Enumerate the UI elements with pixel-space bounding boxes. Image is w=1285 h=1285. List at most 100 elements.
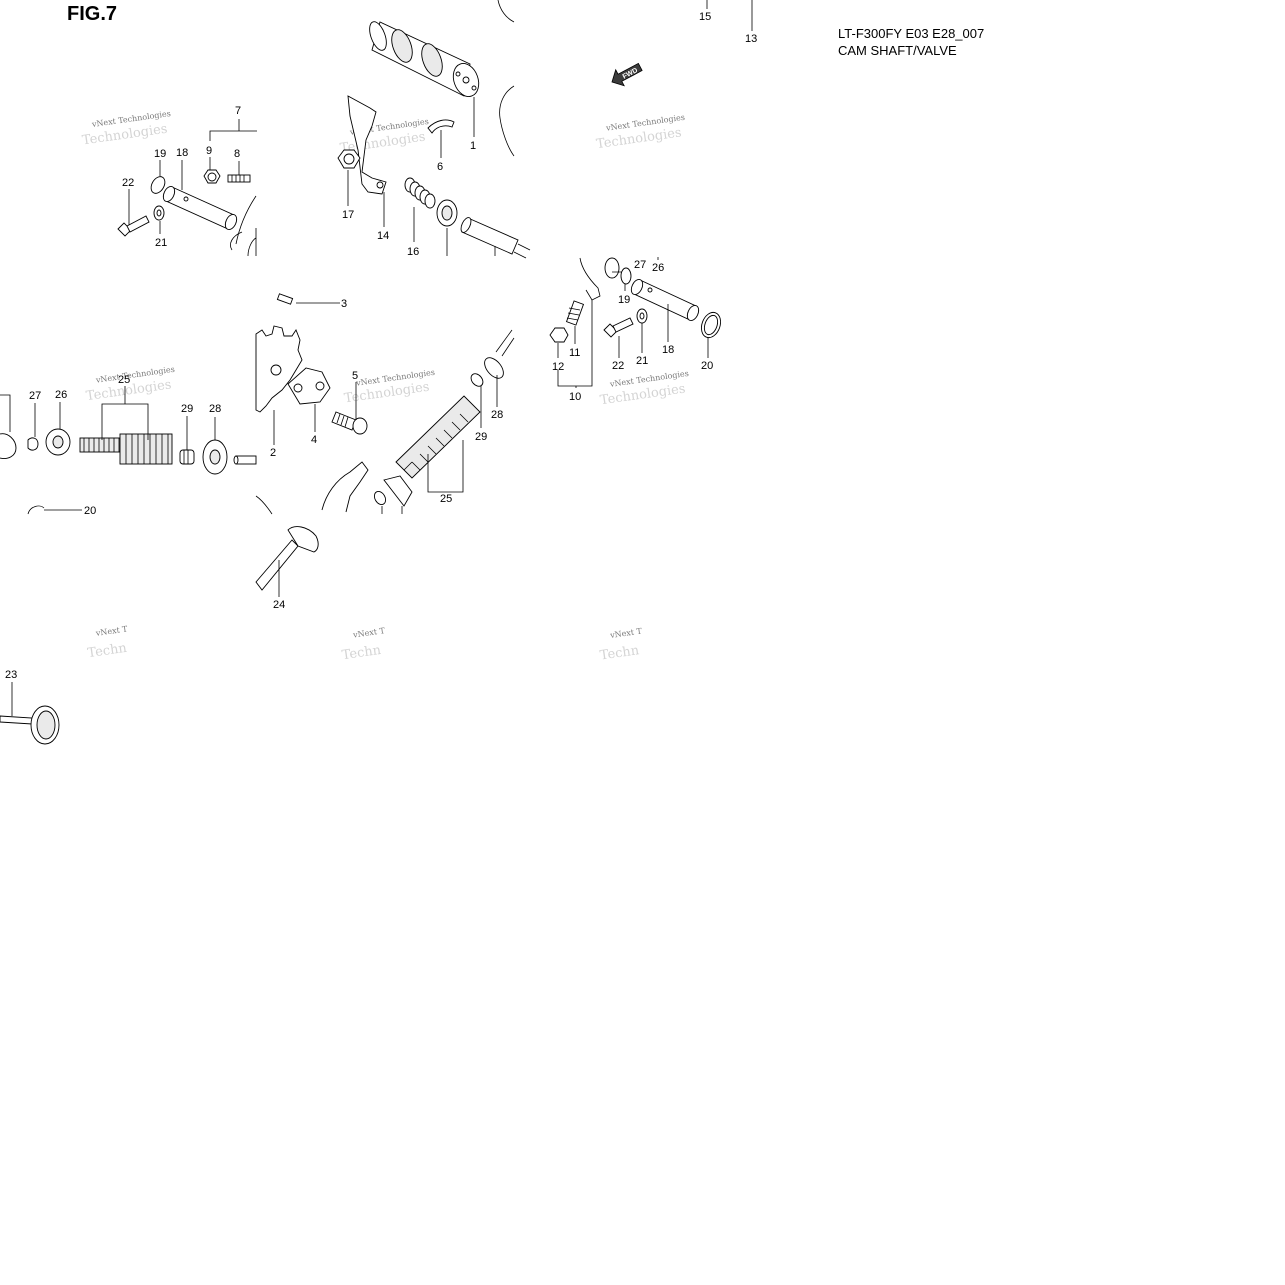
rocker-shaft-18-icon bbox=[162, 185, 238, 231]
nut-12-icon bbox=[549, 327, 569, 343]
camshaft-1-icon bbox=[369, 21, 480, 97]
camshaft-end-icon bbox=[460, 217, 531, 259]
callout-25-left: 25 bbox=[118, 374, 130, 386]
valve-springs-25-icon bbox=[79, 433, 173, 465]
valve-23-icon bbox=[0, 705, 60, 745]
spring-seat-28-icon bbox=[202, 439, 228, 475]
callout-22-right: 22 bbox=[612, 360, 624, 372]
callout-numbers: 1 2 3 4 5 6 7 8 9 10 11 12 13 14 15 16 1… bbox=[5, 11, 757, 681]
tile-rocker-shaft-right bbox=[549, 257, 722, 388]
retainer-26-icon bbox=[45, 428, 71, 456]
callout-2: 2 bbox=[270, 447, 276, 459]
callout-29-center: 29 bbox=[475, 431, 487, 443]
spring-16-icon bbox=[404, 177, 436, 209]
adjust-screw-11-icon bbox=[565, 300, 585, 326]
rocker-arm-right-partial-icon bbox=[321, 461, 369, 513]
valve-guide-icon bbox=[233, 455, 257, 465]
callout-28-left: 28 bbox=[209, 403, 221, 415]
callout-13: 13 bbox=[745, 33, 757, 45]
callout-26-left: 26 bbox=[55, 389, 67, 401]
svg-text:vNext T: vNext T bbox=[94, 624, 128, 638]
valve-seal-29-icon bbox=[179, 449, 195, 465]
model-info: LT-F300FY E03 E28_007 CAM SHAFT/VALVE bbox=[838, 25, 984, 59]
bolt-22b-icon bbox=[603, 317, 634, 338]
callout-4: 4 bbox=[311, 434, 317, 446]
cotter-small-icon bbox=[373, 490, 387, 506]
bolt-5-icon bbox=[331, 411, 368, 435]
fwd-arrow-icon: FWD bbox=[611, 62, 643, 87]
callout-18-right: 18 bbox=[662, 344, 674, 356]
callout-7: 7 bbox=[235, 105, 241, 117]
callout-22-left: 22 bbox=[122, 177, 134, 189]
pin-6-icon bbox=[427, 119, 455, 134]
watermark-3: Technologies vNext Technologies bbox=[595, 113, 685, 152]
figure-title: FIG.7 bbox=[67, 3, 118, 25]
callout-5: 5 bbox=[352, 370, 358, 382]
washer-27-icon bbox=[604, 257, 620, 279]
svg-text:Techn: Techn bbox=[341, 643, 383, 663]
washer-19-icon bbox=[150, 176, 166, 194]
cotter-27-icon bbox=[27, 437, 39, 451]
adjust-screw-8-icon bbox=[227, 174, 251, 183]
spring-seat-28b-icon bbox=[484, 357, 504, 379]
callout-18-left: 18 bbox=[176, 147, 188, 159]
callout-12: 12 bbox=[552, 361, 564, 373]
watermark-9: Techn vNext T bbox=[599, 627, 643, 664]
watermark-7: Techn vNext T bbox=[87, 624, 129, 661]
svg-text:Techn: Techn bbox=[87, 641, 129, 661]
svg-text:vNext T: vNext T bbox=[352, 626, 386, 640]
callout-23: 23 bbox=[5, 669, 17, 681]
watermark-6: Technologies vNext Technologies bbox=[599, 369, 689, 408]
valve-springs-25b-icon bbox=[395, 395, 481, 479]
callout-8: 8 bbox=[234, 148, 240, 160]
model-code: LT-F300FY E03 E28_007 bbox=[838, 26, 985, 41]
callout-19-right: 19 bbox=[618, 294, 630, 306]
tile-rocker-shaft-left bbox=[117, 119, 257, 257]
callout-19-left: 19 bbox=[154, 148, 166, 160]
rocker-shaft-18b-icon bbox=[630, 278, 700, 322]
sprocket-plate-4-icon bbox=[287, 367, 331, 405]
tile-camshaft bbox=[337, 0, 531, 259]
watermark-1: Technologies vNext Technologies bbox=[81, 109, 171, 148]
bolt-22-icon bbox=[117, 215, 150, 237]
callout-16: 16 bbox=[407, 246, 419, 258]
callout-20-right: 20 bbox=[701, 360, 713, 372]
callout-26-right: 26 bbox=[652, 262, 664, 274]
tile-valve-springs-left bbox=[0, 386, 257, 745]
section-name: CAM SHAFT/VALVE bbox=[838, 43, 957, 58]
pin-3-icon bbox=[276, 293, 294, 305]
callout-21-right: 21 bbox=[636, 355, 648, 367]
callout-29-left: 29 bbox=[181, 403, 193, 415]
callout-10: 10 bbox=[569, 391, 581, 403]
o-ring-20-icon bbox=[700, 311, 722, 339]
callout-25-center: 25 bbox=[440, 493, 452, 505]
callout-6: 6 bbox=[437, 161, 443, 173]
callout-27-left: 27 bbox=[29, 390, 41, 402]
callout-24: 24 bbox=[273, 599, 285, 611]
callout-14: 14 bbox=[377, 230, 389, 242]
svg-text:vNext T: vNext T bbox=[609, 627, 643, 641]
washer-19b-icon bbox=[620, 267, 632, 285]
callout-9: 9 bbox=[206, 145, 212, 157]
watermark-4: Technologies vNext Technologies bbox=[85, 365, 175, 404]
nut-17-icon bbox=[337, 149, 361, 169]
callout-28-center: 28 bbox=[491, 409, 503, 421]
callout-15: 15 bbox=[699, 11, 711, 23]
fwd-label: FWD bbox=[622, 67, 639, 81]
callout-21-left: 21 bbox=[155, 237, 167, 249]
rocker-arm-partial-icon bbox=[0, 433, 17, 459]
callout-17: 17 bbox=[342, 209, 354, 221]
nut-9-icon bbox=[203, 169, 221, 184]
watermark-8: Techn vNext T bbox=[341, 626, 386, 663]
valve-24-icon bbox=[255, 526, 319, 591]
tile-sprocket-valve bbox=[255, 293, 515, 597]
bearing-icon bbox=[436, 199, 458, 227]
svg-text:Techn: Techn bbox=[599, 643, 641, 663]
callout-1: 1 bbox=[470, 140, 476, 152]
callout-3: 3 bbox=[341, 298, 347, 310]
callout-27-right: 27 bbox=[634, 259, 646, 271]
retainer-plate-icon bbox=[383, 475, 413, 507]
callout-11: 11 bbox=[569, 347, 580, 359]
